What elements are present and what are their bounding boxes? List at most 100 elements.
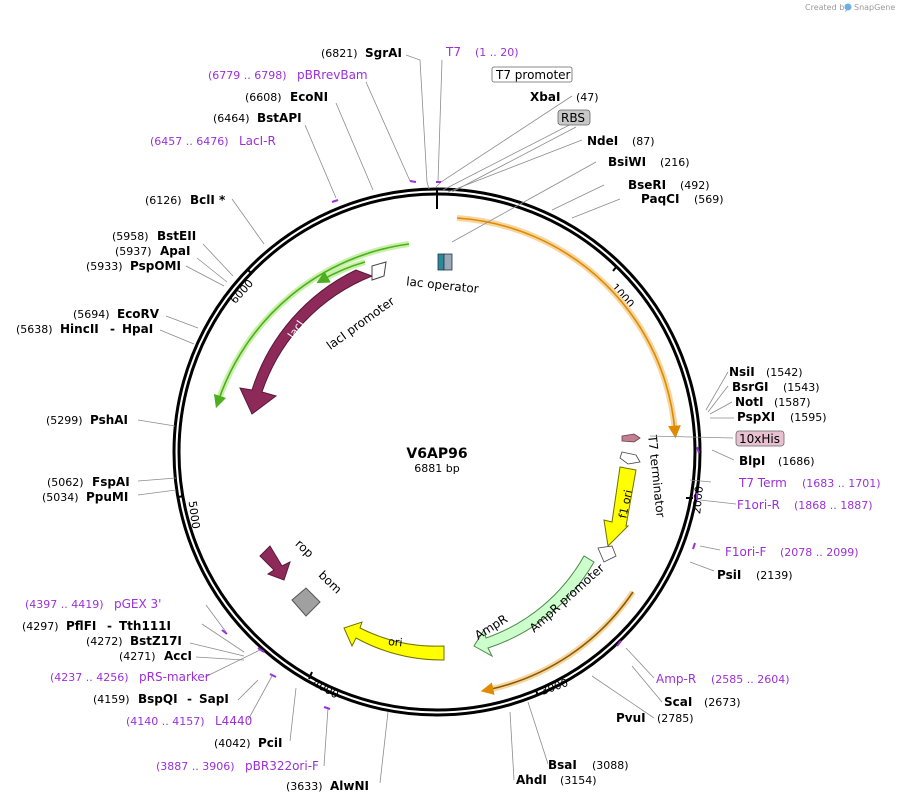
primer-name-L4440[interactable]: L4440 — [215, 714, 252, 728]
restriction-sites-left: (6821) SgrAI (6608) EcoNI (6464) BstAPI … — [16, 46, 402, 793]
rop-label: rop — [293, 537, 317, 561]
site-name-HincII[interactable]: HincII — [60, 322, 99, 336]
site-sep-HincII: - — [110, 322, 115, 336]
ori-feature-arrow[interactable] — [343, 621, 445, 661]
site-name-HpaI[interactable]: HpaI — [122, 322, 153, 336]
site-name-ScaI[interactable]: ScaI — [664, 695, 692, 709]
site-name-BstAPI[interactable]: BstAPI — [257, 111, 302, 125]
bom-feature-box[interactable] — [291, 587, 321, 617]
site-name-BspQI[interactable]: BspQI — [138, 692, 178, 706]
primer-name-LacI-R[interactable]: LacI-R — [239, 134, 276, 148]
t7-promoter-label[interactable]: T7 promoter — [495, 68, 571, 82]
site-name-EcoRV[interactable]: EcoRV — [117, 307, 160, 321]
rbs-label[interactable]: RBS — [561, 111, 585, 125]
primer-name-pGEX3[interactable]: pGEX 3' — [114, 597, 161, 611]
ampR-promoter-white-arrow[interactable] — [597, 545, 617, 563]
site-name-ApaI[interactable]: ApaI — [160, 244, 190, 258]
site-name-PaqCI[interactable]: PaqCI — [641, 192, 679, 206]
site-name-PsiI[interactable]: PsiI — [717, 568, 741, 582]
site-pos-PflFI: (4297) — [22, 620, 59, 633]
site-pos-NsiI: (1542) — [766, 366, 803, 379]
lac-operator-box[interactable] — [437, 253, 445, 271]
site-pos-BspQI: (4159) — [93, 693, 130, 706]
site-name-BsrGI[interactable]: BsrGI — [732, 380, 769, 394]
pBRrevBam-marker — [409, 180, 417, 183]
lac-operator-label: lac operator — [406, 274, 480, 296]
t7-terminator-white-arrow[interactable] — [619, 451, 641, 465]
tick-5000 — [177, 495, 185, 498]
ampR-feature-arrow[interactable] — [473, 555, 595, 658]
t7-terminator-box[interactable] — [621, 433, 641, 443]
lac-operator-box-2[interactable] — [443, 253, 453, 271]
credit-prefix: Created by — [805, 3, 849, 12]
primer-name-pBRrevBam[interactable]: pBRrevBam — [297, 68, 368, 82]
site-name-PshAI[interactable]: PshAI — [90, 413, 128, 427]
tick-1000 — [612, 265, 618, 272]
site-pos-NotI: (1587) — [774, 396, 811, 409]
site-name-BsiWI[interactable]: BsiWI — [608, 155, 646, 169]
primer-name-pBR322ori-F[interactable]: pBR322ori-F — [245, 759, 319, 773]
his-tag-box — [735, 430, 785, 447]
prs-marker-marker — [257, 647, 265, 653]
lacI-feature-arrow[interactable] — [239, 269, 374, 415]
restriction-sites-right: XbaI (47) NdeI (87) BsiWI (216) BseRI (4… — [516, 90, 827, 787]
bom-label: bom — [316, 568, 345, 597]
site-name-PvuI[interactable]: PvuI — [616, 711, 646, 725]
site-name-Tth111I[interactable]: Tth111I — [119, 619, 171, 633]
primer-range-F1ori-R: (1868 .. 1887) — [794, 499, 873, 512]
site-pos-BsiWI: (216) — [660, 156, 690, 169]
pgex3-marker — [221, 629, 228, 635]
primer-name-F1ori-F[interactable]: F1ori-F — [725, 545, 766, 559]
site-pos-EcoNI: (6608) — [245, 91, 282, 104]
site-name-AccI[interactable]: AccI — [164, 649, 192, 663]
site-name-EcoNI[interactable]: EcoNI — [290, 90, 328, 104]
site-name-XbaI[interactable]: XbaI — [530, 90, 560, 104]
site-pos-AlwNI: (3633) — [286, 780, 323, 793]
primer-name-F1ori-R[interactable]: F1ori-R — [737, 498, 780, 512]
site-name-BseRI[interactable]: BseRI — [628, 178, 666, 192]
f1-ori-feature-arrow[interactable] — [603, 466, 637, 548]
site-name-PspXI[interactable]: PspXI — [737, 410, 775, 424]
t7-terminator-label: T7 terminator — [645, 434, 668, 519]
tick-4000 — [308, 671, 313, 680]
site-pos-EcoRV: (5694) — [73, 308, 110, 321]
site-name-AhdI[interactable]: AhdI — [516, 773, 547, 787]
site-name-NdeI[interactable]: NdeI — [587, 134, 618, 148]
site-name-PflFI[interactable]: PflFI — [66, 619, 96, 633]
primer-name-pRS-marker[interactable]: pRS-marker — [139, 670, 210, 684]
primer-range-pRS-marker: (4237 .. 4256) — [50, 671, 129, 684]
site-name-NotI[interactable]: NotI — [735, 395, 764, 409]
his-tag-label[interactable]: 10xHis — [739, 432, 780, 446]
tick-6000 — [247, 269, 253, 275]
site-pos-AccI: (4271) — [119, 650, 156, 663]
leader-lines — [137, 54, 737, 784]
site-name-SapI[interactable]: SapI — [199, 692, 229, 706]
site-name-AlwNI[interactable]: AlwNI — [330, 779, 369, 793]
primer-name-T7[interactable]: T7 — [445, 45, 461, 59]
site-name-SgrAI[interactable]: SgrAI — [365, 46, 402, 60]
rop-feature-arrow[interactable] — [259, 545, 291, 581]
primer-range-F1ori-F: (2078 .. 2099) — [780, 546, 859, 559]
site-pos-HincII: (5638) — [16, 323, 53, 336]
site-name-PciI[interactable]: PciI — [258, 736, 283, 750]
primer-range-LacI-R: (6457 .. 6476) — [150, 135, 229, 148]
site-name-FspAI[interactable]: FspAI — [92, 475, 130, 489]
site-name-BclI[interactable]: BclI * — [190, 193, 226, 207]
primer-arcs — [213, 215, 681, 695]
site-name-PpuMI[interactable]: PpuMI — [86, 490, 128, 504]
lacI-promoter-label: lacI promoter — [324, 294, 397, 353]
site-pos-PspOMI: (5933) — [86, 260, 123, 273]
site-pos-PshAI: (5299) — [46, 414, 83, 427]
primer-name-T7Term[interactable]: T7 Term — [738, 476, 787, 490]
site-pos-AhdI: (3154) — [560, 774, 597, 787]
site-name-BsaI[interactable]: BsaI — [548, 758, 577, 772]
site-name-BstEII[interactable]: BstEII — [157, 229, 196, 243]
primer-name-Amp-R[interactable]: Amp-R — [656, 672, 696, 686]
site-name-NsiI[interactable]: NsiI — [729, 365, 755, 379]
site-name-BlpI[interactable]: BlpI — [739, 454, 765, 468]
site-pos-XbaI: (47) — [576, 91, 599, 104]
site-pos-BstZ17I: (4272) — [86, 635, 123, 648]
lacI-promoter-arrow[interactable] — [371, 261, 387, 281]
site-name-BstZ17I[interactable]: BstZ17I — [130, 634, 182, 648]
site-name-PspOMI[interactable]: PspOMI — [130, 259, 181, 273]
